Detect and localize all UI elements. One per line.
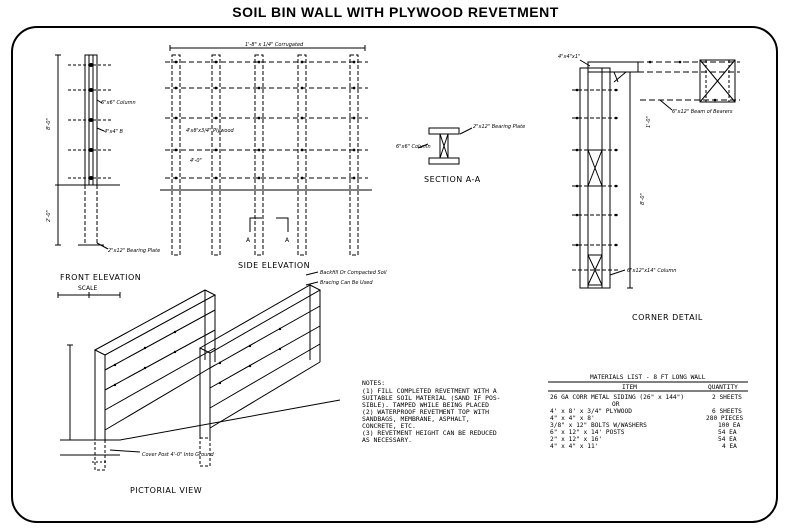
materials-title: MATERIALS LIST - 8 FT LONG WALL	[590, 374, 706, 381]
side-top-dim: 1'-8" x 1/4" Corrugated	[245, 42, 304, 48]
materials-row-qty: 100 EA	[718, 422, 741, 429]
materials-row-qty: 280 PIECES	[706, 415, 744, 422]
notes-line-3: SIBLE). TAMPED WHILE BEING PLACED	[362, 401, 489, 409]
side-fill-note: Backfill Or Compacted Soil	[320, 270, 387, 276]
front-elevation-drawing	[55, 54, 121, 298]
drawing-frame	[11, 26, 778, 523]
notes-heading: NOTES:	[362, 379, 385, 387]
section-column-label: 6"x6" Column	[396, 144, 431, 150]
side-plywood-label: 4'x8'x3/4" Plywood	[186, 128, 235, 134]
materials-row-qty: 2 SHEETS	[712, 394, 742, 401]
materials-col-qty: QUANTITY	[708, 384, 738, 391]
section-aa-drawing	[417, 127, 473, 165]
corner-height-label: 8'-0"	[640, 193, 646, 205]
materials-col-item: ITEM	[622, 384, 637, 391]
front-left-height: 2'-0"	[46, 210, 52, 222]
drawing-title: SOIL BIN WALL WITH PLYWOOD REVETMENT	[232, 4, 559, 20]
corner-detail-caption: CORNER DETAIL	[632, 313, 703, 322]
notes-line-1: (1) FILL COMPLETED REVETMENT WITH A	[362, 387, 497, 395]
pictorial-view-drawing	[60, 284, 341, 471]
corner-side-dim: 1'-0"	[646, 116, 652, 128]
corner-detail-drawing	[572, 59, 740, 289]
materials-row-item: 3/8" x 12" BOLTS W/WASHERS	[550, 422, 647, 429]
materials-table-lines	[548, 381, 748, 392]
scale-label: SCALE	[78, 285, 97, 292]
notes-line-5: SANDBAGS, MEMBRANE, ASPHALT,	[362, 415, 470, 423]
corner-column-label: 6"x12"x14" Column	[627, 268, 676, 274]
notes-line-8: AS NECESSARY.	[362, 436, 412, 444]
materials-row-item: 4" x 4" x 8'	[550, 415, 595, 422]
materials-row-item: 6" x 12" x 14' POSTS	[550, 429, 625, 436]
pictorial-caption: PICTORIAL VIEW	[130, 486, 202, 495]
front-bolt-label: 4"x4" B	[104, 129, 124, 135]
corner-right-label: 6"x12" Beam of Bearers	[672, 109, 733, 115]
front-column-label: 6"x6" Column	[101, 100, 136, 106]
front-bearing-label: 2"x12" Bearing Plate	[108, 248, 160, 254]
materials-row-item: OR	[612, 401, 620, 408]
notes-line-6: CONCRETE, ETC.	[362, 422, 416, 430]
side-elevation-drawing	[160, 45, 372, 286]
side-elevation-caption: SIDE ELEVATION	[238, 261, 310, 270]
notes-line-7: (3) REVETMENT HEIGHT CAN BE REDUCED	[362, 429, 497, 437]
materials-row-qty: 54 EA	[718, 429, 737, 436]
notes-line-2: SUITABLE SOIL MATERIAL (SAND IF POS-	[362, 394, 501, 402]
materials-row-qty: 6 SHEETS	[712, 408, 742, 415]
front-elevation-caption: FRONT ELEVATION	[60, 273, 141, 282]
section-aa-caption: SECTION A-A	[424, 175, 481, 184]
materials-row-item: 4" x 4" x 11'	[550, 443, 598, 450]
materials-row-qty: 54 EA	[718, 436, 737, 443]
materials-row-item: 2" x 12" x 16'	[550, 436, 602, 443]
materials-row-item: 26 GA CORR METAL SIDING (26" x 144")	[550, 394, 684, 401]
pictorial-note: Cover Post 4'-0" Into Ground	[142, 452, 214, 458]
notes-line-4: (2) WATERPROOF REVETMENT TOP WITH	[362, 408, 489, 416]
side-spacing-label: 4'-0"	[190, 158, 202, 164]
front-right-height: 8'-0"	[46, 118, 52, 130]
materials-row-qty: 4 EA	[722, 443, 737, 450]
section-a-left: A	[246, 237, 251, 244]
corner-top-label: 4"x4"x1"	[558, 54, 580, 60]
materials-row-item: 4' x 8' x 3/4" PLYWOOD	[550, 408, 632, 415]
side-drive-note: Bracing Can Be Used	[320, 280, 373, 286]
section-a-right: A	[285, 237, 290, 244]
section-plate-label: 2"x12" Bearing Plate	[473, 124, 525, 130]
